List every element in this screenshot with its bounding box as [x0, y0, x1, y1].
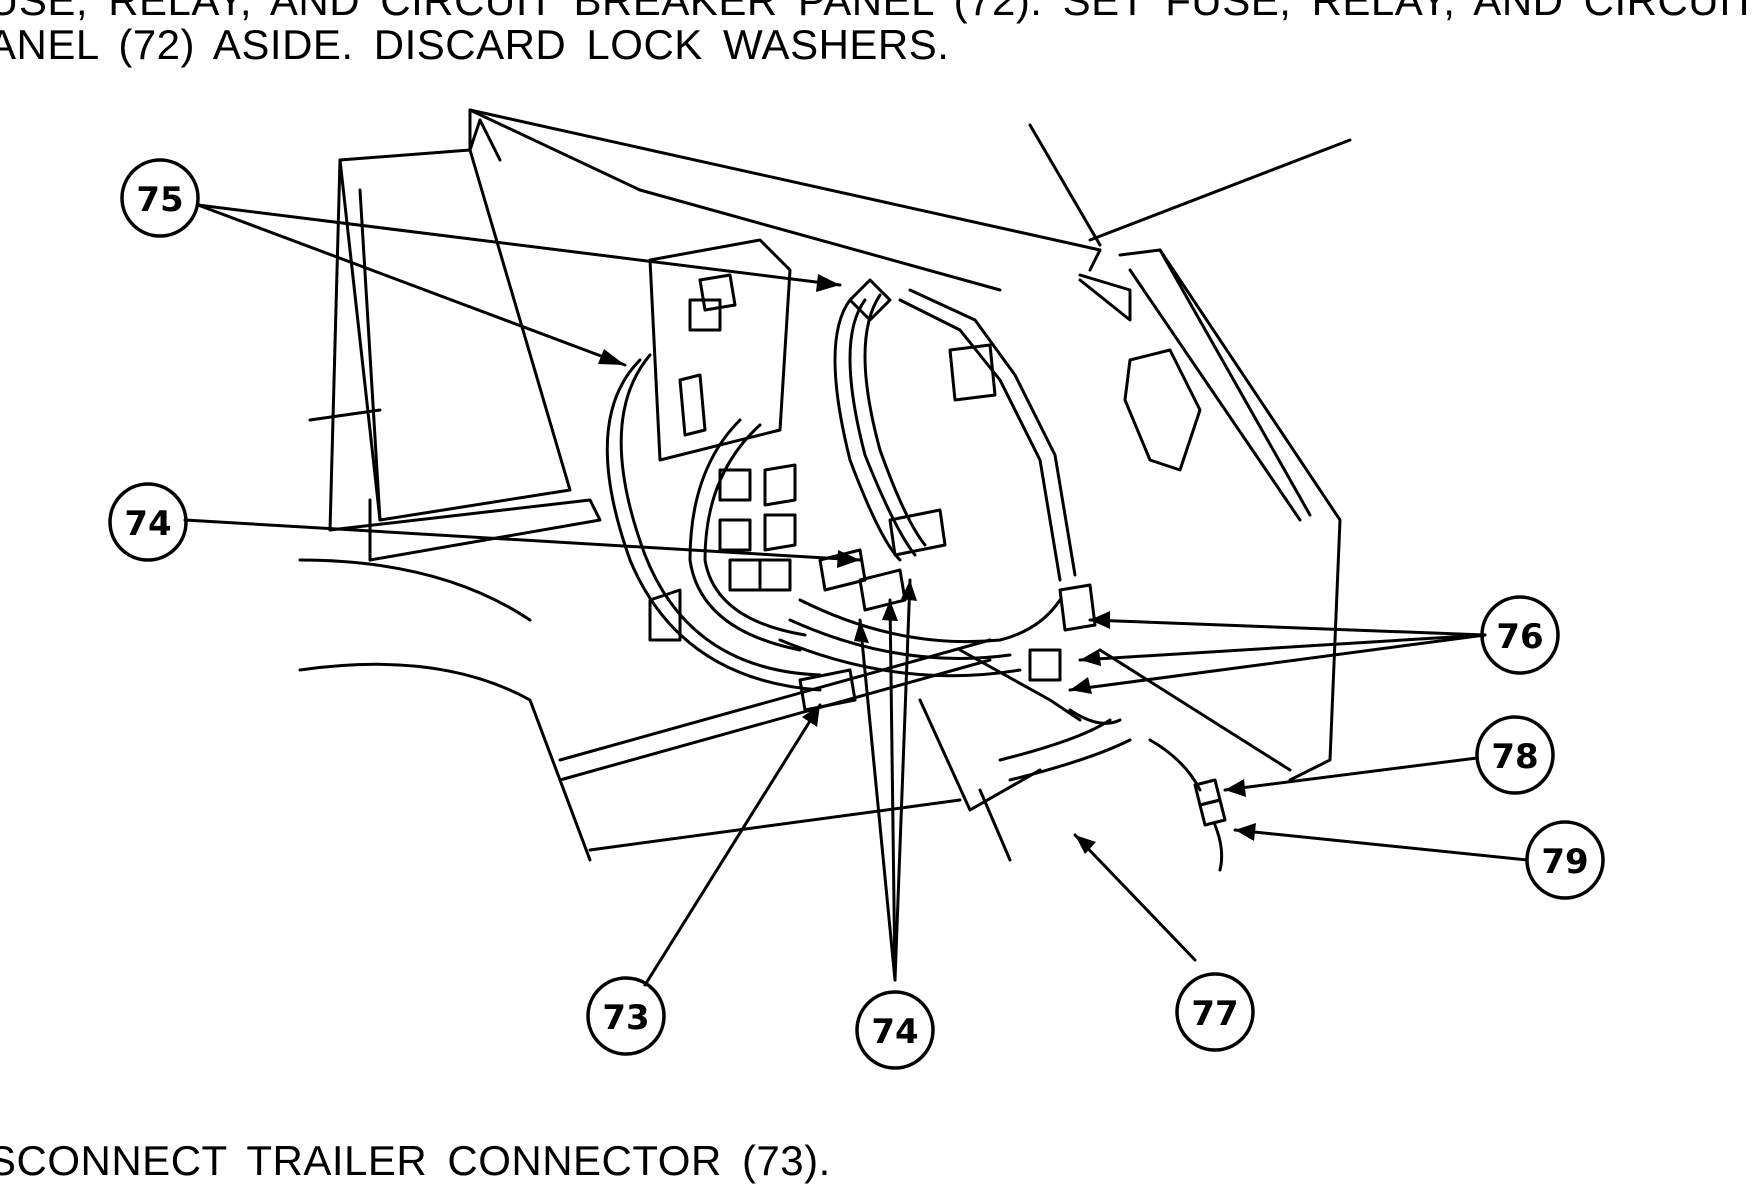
callout-77-circle	[1175, 972, 1255, 1052]
callout-circles	[108, 158, 1605, 1070]
instruction-line-3: SCONNECT TRAILER CONNECTOR (73).	[0, 1137, 831, 1184]
callout-74-bottom-circle	[855, 990, 935, 1070]
callout-73: 73	[602, 998, 649, 1038]
callout-74-bottom: 74	[871, 1012, 918, 1052]
callout-78-circle	[1475, 715, 1555, 795]
callout-78: 78	[1491, 737, 1538, 777]
callout-79-circle	[1525, 820, 1605, 900]
callout-75: 75	[136, 180, 183, 220]
instruction-line-1: USE, RELAY, AND CIRCUIT BREAKER PANEL (7…	[0, 0, 1757, 24]
callout-74-left: 74	[124, 504, 171, 544]
callout-79: 79	[1541, 842, 1588, 882]
callout-74-left-circle	[108, 482, 188, 562]
callout-76-circle	[1480, 595, 1560, 675]
leader-lines	[183, 203, 1529, 987]
callout-75-circle	[120, 158, 200, 238]
wire-harness	[605, 288, 1132, 782]
callout-73-circle	[586, 976, 666, 1056]
callout-76: 76	[1496, 617, 1543, 657]
wiring-harness-illustration: 75 74 76 78 79 73 74 77	[108, 108, 1605, 1070]
arrowheads	[598, 274, 1256, 854]
instruction-line-2: ANEL (72) ASIDE. DISCARD LOCK WASHERS.	[0, 21, 950, 68]
connectors	[798, 278, 1227, 872]
callout-77: 77	[1191, 994, 1238, 1034]
panel-structure	[298, 108, 1352, 862]
